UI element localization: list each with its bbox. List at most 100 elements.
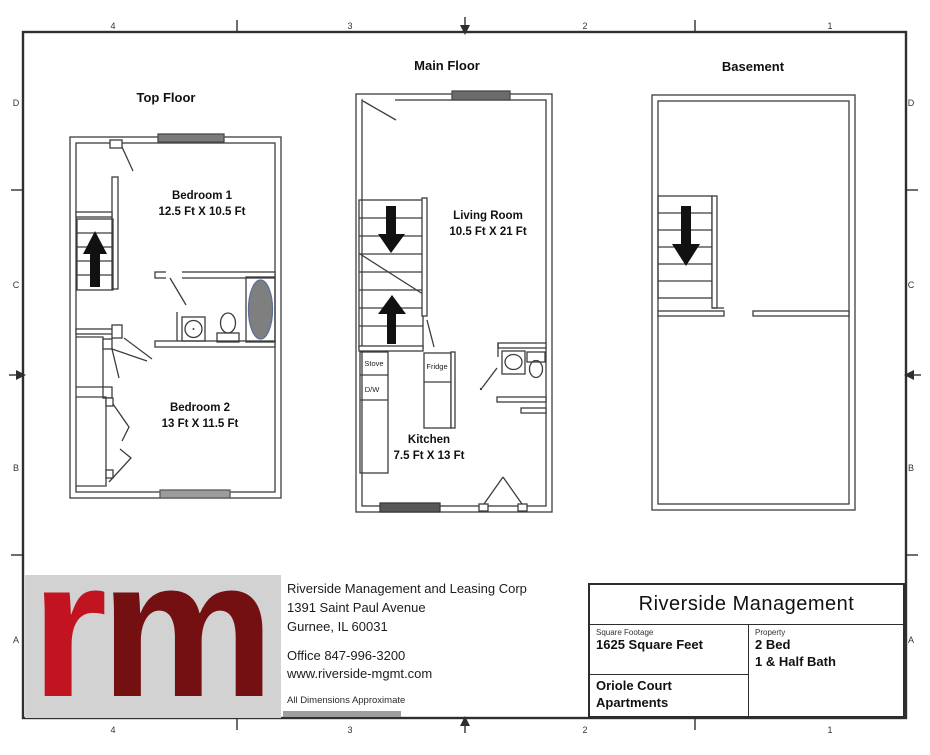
spacer bbox=[287, 637, 583, 647]
center-arrow-right-icon bbox=[16, 370, 26, 380]
interior-wall bbox=[450, 351, 456, 429]
ruler-label: D bbox=[908, 98, 915, 108]
interior-wall bbox=[75, 211, 113, 218]
logo-letter-r: r bbox=[31, 575, 107, 718]
sink bbox=[504, 353, 523, 371]
door-swing bbox=[169, 277, 187, 306]
top-floor-plan: Top Floor bbox=[69, 90, 282, 499]
sink bbox=[501, 350, 526, 375]
interior-wall bbox=[520, 407, 547, 414]
window bbox=[451, 90, 511, 101]
room-dims: 10.5 Ft X 21 Ft bbox=[449, 226, 527, 238]
staircase-down bbox=[657, 195, 724, 309]
up-arrow-icon bbox=[83, 231, 107, 254]
stair-break-line bbox=[359, 253, 427, 297]
down-arrow-icon bbox=[672, 244, 700, 266]
down-arrow-icon bbox=[681, 206, 691, 246]
scan-shadow bbox=[283, 711, 401, 717]
down-arrow-icon bbox=[386, 206, 396, 235]
interior-wall bbox=[154, 271, 276, 279]
square-footage-value: 1625 Square Feet bbox=[596, 637, 703, 652]
square-footage-cell: Square Footage 1625 Square Feet bbox=[590, 625, 748, 675]
door-swing bbox=[481, 367, 498, 389]
ruler-label: A bbox=[908, 635, 914, 645]
ruler-marks: 4 3 2 1 4 3 2 1 D C B A D C B A bbox=[9, 17, 921, 735]
ruler-label: 4 bbox=[110, 21, 115, 31]
room-label: Living Room bbox=[453, 210, 523, 222]
title-block-left-column: Square Footage 1625 Square Feet Oriole C… bbox=[590, 625, 749, 718]
staircase-updown bbox=[358, 197, 435, 349]
bathtub bbox=[247, 279, 274, 340]
ruler-label: 3 bbox=[347, 21, 352, 31]
dimensions-disclaimer: All Dimensions Approximate bbox=[287, 695, 406, 707]
door-jamb bbox=[478, 503, 489, 512]
title-block-body: Square Footage 1625 Square Feet Oriole C… bbox=[590, 625, 903, 718]
ruler-label: B bbox=[13, 463, 19, 473]
company-address-line1: 1391 Saint Paul Avenue bbox=[287, 599, 426, 615]
exterior-wall bbox=[651, 94, 856, 511]
property-value-line2: 1 & Half Bath bbox=[755, 653, 836, 669]
company-website: www.riverside-mgmt.com bbox=[287, 666, 433, 682]
ruler-label: 1 bbox=[827, 21, 832, 31]
sink bbox=[192, 328, 195, 330]
ruler-label: B bbox=[908, 463, 914, 473]
door-opening bbox=[363, 98, 395, 102]
up-arrow-icon bbox=[378, 295, 406, 314]
basement-title: Basement bbox=[722, 59, 785, 74]
room-label: Kitchen bbox=[408, 434, 450, 446]
interior-wall bbox=[496, 396, 547, 403]
company-info: Riverside Management and Leasing Corp 13… bbox=[287, 580, 583, 718]
toilet bbox=[219, 312, 237, 334]
toilet bbox=[528, 359, 544, 379]
logo-text: rm bbox=[31, 575, 281, 718]
door-swing bbox=[502, 476, 523, 505]
door-swing bbox=[123, 337, 153, 360]
ruler-label: C bbox=[13, 280, 20, 290]
ruler-label: 3 bbox=[347, 725, 352, 735]
bathroom bbox=[154, 271, 276, 348]
title-block-company: Riverside Management bbox=[590, 585, 903, 625]
property-label: Property bbox=[755, 628, 786, 637]
center-arrow-down-icon bbox=[460, 25, 470, 35]
door-jamb bbox=[517, 503, 528, 512]
company-address-line2: Gurnee, IL 60031 bbox=[287, 618, 388, 634]
interior-wall bbox=[358, 345, 424, 352]
room-dims: 12.5 Ft X 10.5 Ft bbox=[159, 206, 246, 218]
ruler-label: A bbox=[13, 635, 19, 645]
exterior-wall bbox=[657, 100, 850, 505]
center-arrow-left-icon bbox=[904, 370, 914, 380]
closets bbox=[76, 336, 148, 487]
center-arrow-up-icon bbox=[460, 716, 470, 726]
top-floor-title: Top Floor bbox=[137, 90, 196, 105]
sink bbox=[181, 316, 206, 342]
staircase-up bbox=[76, 218, 114, 291]
basement-plan: Basement bbox=[651, 59, 856, 511]
ruler-label: C bbox=[908, 280, 915, 290]
appliance-label: Fridge bbox=[426, 362, 447, 371]
door-swing bbox=[479, 387, 483, 391]
door-jamb bbox=[105, 469, 114, 479]
window bbox=[159, 489, 231, 499]
property-value-line1: 2 Bed bbox=[755, 637, 791, 652]
kitchen-counter bbox=[359, 351, 456, 474]
room-label: Bedroom 2 bbox=[170, 402, 230, 414]
company-name: Riverside Management and Leasing Corp bbox=[287, 581, 527, 596]
door-jamb bbox=[111, 324, 123, 339]
interior-wall bbox=[711, 195, 718, 309]
sink bbox=[184, 319, 203, 339]
interior-wall bbox=[154, 340, 276, 348]
door-jamb bbox=[105, 397, 114, 407]
interior-wall bbox=[752, 310, 850, 317]
company-phone: Office 847-996-3200 bbox=[287, 647, 406, 663]
half-bathroom bbox=[479, 342, 547, 403]
down-arrow-icon bbox=[378, 234, 405, 253]
toilet bbox=[216, 332, 240, 343]
building-name-line1: Oriole Court bbox=[596, 678, 672, 693]
ruler-label: 2 bbox=[582, 21, 587, 31]
window bbox=[379, 502, 441, 513]
room-dims: 13 Ft X 11.5 Ft bbox=[162, 418, 239, 430]
interior-wall bbox=[421, 197, 428, 317]
logo-letter-m: m bbox=[100, 575, 274, 718]
door-opening bbox=[166, 271, 182, 279]
